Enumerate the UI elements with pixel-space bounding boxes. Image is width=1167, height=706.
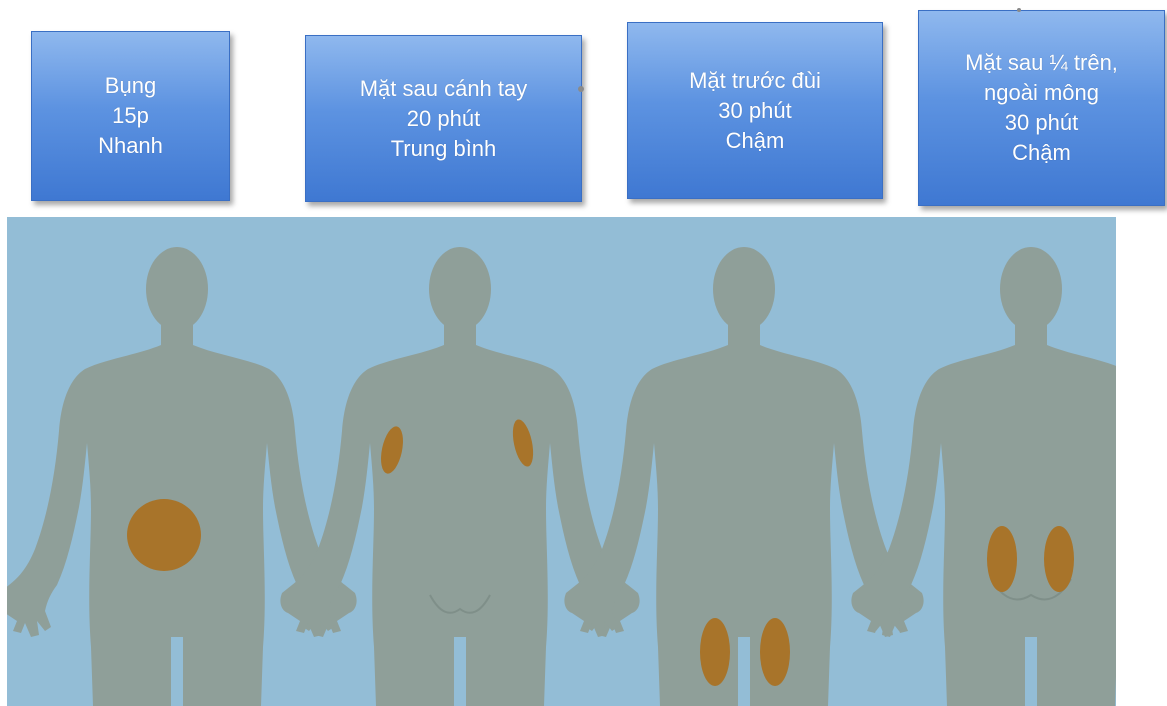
injection-area-abdomen: [127, 499, 201, 571]
injection-area-buttock-right: [1044, 526, 1074, 592]
site-label-front-thigh: Mặt trước đùi 30 phút Chậm: [627, 22, 883, 199]
site-time: 15p: [112, 101, 149, 131]
site-speed: Chậm: [1012, 138, 1071, 168]
site-time: 30 phút: [1005, 108, 1078, 138]
stray-dot: [578, 86, 584, 92]
site-speed: Chậm: [726, 126, 785, 156]
site-label-abdomen: Bụng 15p Nhanh: [31, 31, 230, 201]
stray-dot: [1017, 8, 1021, 12]
human-body-front-icon: [7, 247, 357, 706]
site-speed: Trung bình: [391, 134, 497, 164]
site-time: 20 phút: [407, 104, 480, 134]
site-label-buttock: Mặt sau ¼ trên, ngoài mông 30 phút Chậm: [918, 10, 1165, 206]
site-speed: Nhanh: [98, 131, 163, 161]
site-name: Mặt trước đùi: [689, 66, 821, 96]
body-silhouettes: [7, 217, 1116, 706]
body-illustration-panel: [7, 217, 1116, 706]
site-name-cont: ngoài mông: [984, 78, 1099, 108]
injection-area-buttock-left: [987, 526, 1017, 592]
site-name: Mặt sau cánh tay: [360, 74, 528, 104]
human-body-back-icon: [280, 247, 639, 706]
injection-area-thigh-left: [700, 618, 730, 686]
injection-area-thigh-right: [760, 618, 790, 686]
human-body-back-icon: [851, 247, 1116, 706]
site-label-upper-arm: Mặt sau cánh tay 20 phút Trung bình: [305, 35, 582, 202]
site-name: Bụng: [105, 71, 156, 101]
human-body-front-icon: [564, 247, 923, 706]
site-time: 30 phút: [718, 96, 791, 126]
site-name: Mặt sau ¼ trên,: [965, 48, 1118, 78]
